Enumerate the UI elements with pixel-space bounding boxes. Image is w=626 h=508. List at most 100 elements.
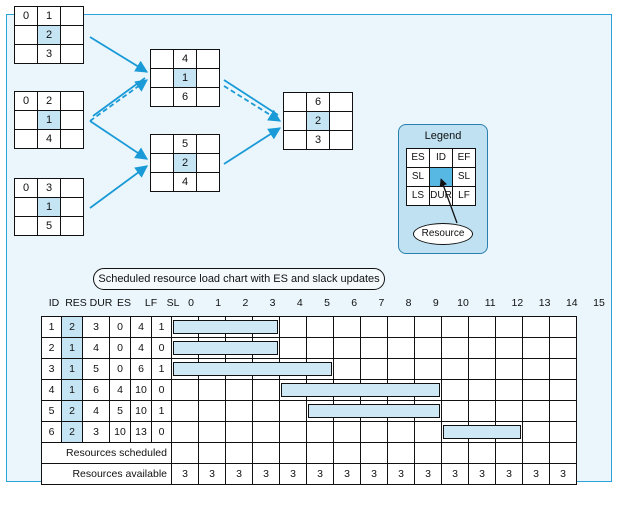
scheduled-cell xyxy=(198,442,226,464)
time-cell xyxy=(549,400,577,422)
time-cell xyxy=(387,421,415,443)
time-cell xyxy=(333,421,361,443)
legend-box: Legend ES ID EF SL SL LS DUR LF Resource xyxy=(398,124,488,254)
time-tick: 4 xyxy=(296,297,303,309)
cell-dur: 4 xyxy=(82,400,110,422)
time-cell xyxy=(225,316,253,338)
node-cell xyxy=(150,153,174,173)
cell-id: 5 xyxy=(41,400,62,422)
cell-lf: 4 xyxy=(130,316,152,338)
time-cell xyxy=(414,358,442,380)
cell-id: 2 xyxy=(41,337,62,359)
cell-sl: 0 xyxy=(151,421,172,443)
cell-lf: 13 xyxy=(130,421,152,443)
col-header-id: ID xyxy=(48,297,60,309)
scheduled-cell xyxy=(306,442,334,464)
node-id: 2 xyxy=(306,111,330,131)
node-cell xyxy=(196,49,220,69)
time-cell xyxy=(333,379,361,401)
time-cell xyxy=(360,358,388,380)
cell-dur: 3 xyxy=(82,316,110,338)
available-cell: 3 xyxy=(387,463,415,485)
scheduled-cell xyxy=(387,442,415,464)
scheduled-cell xyxy=(279,442,307,464)
time-cell xyxy=(252,337,280,359)
node-dur: 3 xyxy=(37,44,61,64)
chart-title: Scheduled resource load chart with ES an… xyxy=(93,268,385,290)
time-cell xyxy=(468,421,496,443)
node-ef: 6 xyxy=(306,92,330,112)
cell-lf: 10 xyxy=(130,400,152,422)
time-cell xyxy=(468,358,496,380)
node-id: 1 xyxy=(37,110,61,130)
time-cell xyxy=(252,379,280,401)
time-tick: 13 xyxy=(538,297,551,309)
col-header-dur: DUR xyxy=(89,297,113,309)
node-cell xyxy=(14,197,38,217)
time-cell xyxy=(252,421,280,443)
node-cell xyxy=(196,87,220,107)
cell-es: 0 xyxy=(109,358,131,380)
scheduled-cell xyxy=(522,442,550,464)
cell-sl: 1 xyxy=(151,316,172,338)
time-cell xyxy=(414,379,442,401)
cell-sl: 0 xyxy=(151,337,172,359)
time-tick: 5 xyxy=(324,297,330,309)
time-cell xyxy=(333,316,361,338)
time-tick: 1 xyxy=(215,297,222,309)
cell-res: 1 xyxy=(61,358,83,380)
cell-es: 0 xyxy=(109,316,131,338)
time-tick: 11 xyxy=(484,297,496,309)
cell-dur: 4 xyxy=(82,337,110,359)
node-es xyxy=(283,92,307,112)
scheduled-cell xyxy=(360,442,388,464)
time-cell xyxy=(468,316,496,338)
time-cell xyxy=(171,337,199,359)
time-cell xyxy=(387,400,415,422)
node-dur: 3 xyxy=(306,130,330,150)
time-cell xyxy=(414,337,442,359)
time-cell xyxy=(171,379,199,401)
time-cell xyxy=(333,358,361,380)
node-es xyxy=(150,134,174,154)
time-tick: 6 xyxy=(351,297,358,309)
legend-pointer xyxy=(439,178,458,224)
cell-sl: 1 xyxy=(151,358,172,380)
node-ef: 1 xyxy=(37,6,61,26)
cell-lf: 10 xyxy=(130,379,152,401)
time-cell xyxy=(549,337,577,359)
time-cell xyxy=(198,421,226,443)
cell-lf: 4 xyxy=(130,337,152,359)
time-cell xyxy=(495,316,523,338)
time-cell xyxy=(198,379,226,401)
time-cell xyxy=(522,379,550,401)
time-cell xyxy=(549,379,577,401)
time-cell xyxy=(495,379,523,401)
node-cell xyxy=(14,110,38,130)
node-id: 1 xyxy=(37,197,61,217)
scheduled-cell xyxy=(549,442,577,464)
node-cell xyxy=(196,172,220,192)
node-cell xyxy=(60,178,84,198)
network-node-6: 6 2 3 xyxy=(283,92,353,150)
node-es: 0 xyxy=(14,6,38,26)
scheduled-cell xyxy=(468,442,496,464)
node-cell xyxy=(60,91,84,111)
node-es: 0 xyxy=(14,91,38,111)
available-cell: 3 xyxy=(225,463,253,485)
time-cell xyxy=(441,421,469,443)
time-cell xyxy=(279,316,307,338)
legend-ls: LS xyxy=(406,186,430,206)
time-cell xyxy=(360,400,388,422)
available-cell: 3 xyxy=(306,463,334,485)
time-cell xyxy=(387,316,415,338)
cell-dur: 5 xyxy=(82,358,110,380)
time-cell xyxy=(225,400,253,422)
available-cell: 3 xyxy=(252,463,280,485)
resources-scheduled-row: Resources scheduled xyxy=(41,442,577,464)
time-tick: 10 xyxy=(457,297,469,309)
time-cell xyxy=(279,400,307,422)
time-cell xyxy=(198,358,226,380)
